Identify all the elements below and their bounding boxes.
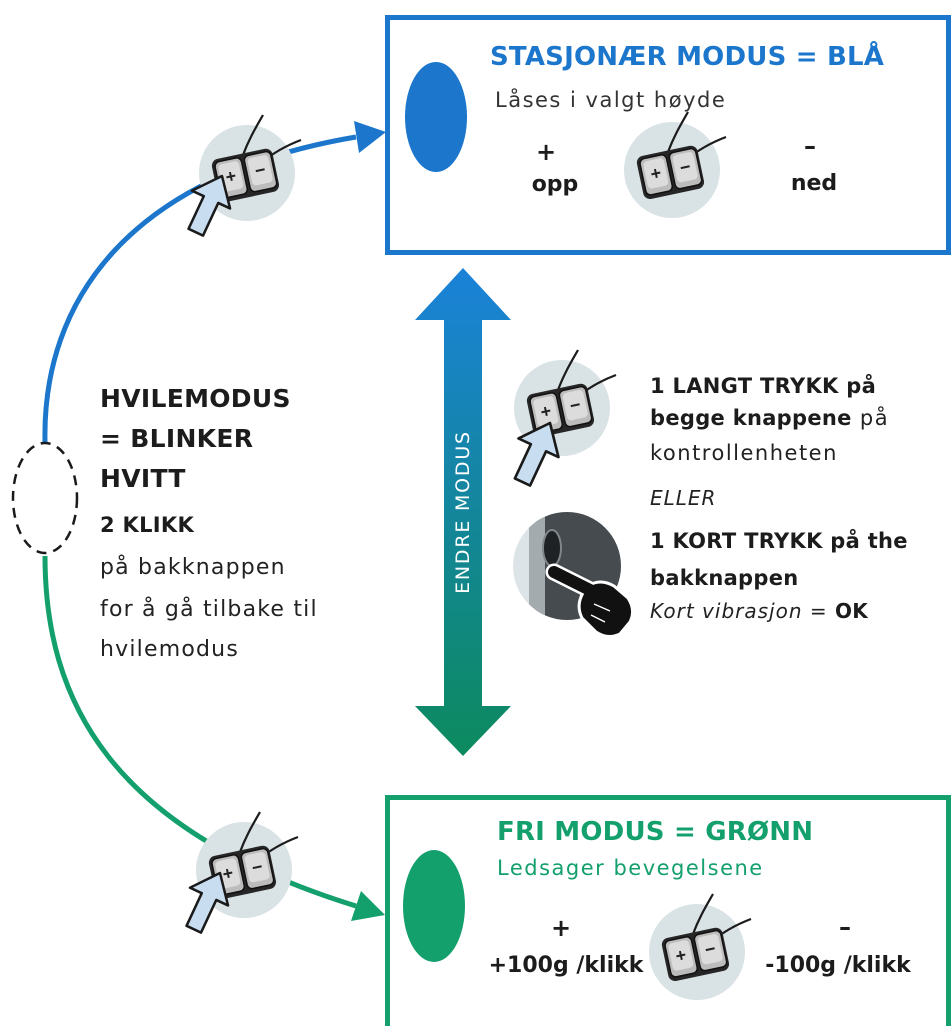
stationary-minus-symbol: – [804, 132, 816, 160]
blue-status-light-icon [405, 62, 467, 172]
stationary-mode-subtitle: Låses i valgt høyde [495, 88, 727, 112]
long-press-line2: begge knappene på [650, 406, 889, 431]
rest-mode-description-line: hvilemodus [100, 637, 239, 662]
free-mode-subtitle: Ledsager bevegelsene [497, 856, 764, 880]
free-mode-box [385, 795, 951, 1026]
green-arc-arrowhead [351, 891, 385, 921]
rear-button [542, 529, 562, 567]
long-press-line2-rest: på [851, 406, 890, 430]
feedback-text: Kort vibrasjon = [650, 599, 835, 623]
green-status-light-icon [403, 850, 465, 962]
rest-mode-light-icon [11, 441, 79, 555]
rest-mode-description-line: på bakknappen [100, 555, 286, 580]
or-separator: ELLER [650, 486, 717, 510]
stationary-plus-symbol: + [535, 138, 557, 166]
stationary-mode-title: STASJONÆR MODUS = BLÅ [490, 42, 885, 72]
free-plus-label: +100g /klikk [488, 953, 644, 978]
blue-arc-arrowhead [354, 121, 386, 153]
feedback-ok: OK [835, 599, 869, 623]
stationary-minus-label: ned [790, 171, 838, 196]
rest-mode-title-line: HVILEMODUS [100, 384, 291, 413]
change-mode-double-arrow: ENDRE MODUS [415, 268, 511, 756]
hand-press-icon [513, 512, 635, 639]
long-press-buttons: begge knappene [650, 406, 852, 430]
double-arrow-shape [415, 268, 511, 756]
free-minus-label: -100g /klikk [765, 953, 911, 978]
long-press-line3: kontrollenheten [650, 441, 838, 465]
free-minus-symbol: – [839, 913, 851, 941]
rest-mode-title-line: = BLINKER [100, 424, 254, 453]
long-press-line1: 1 LANGT TRYKK på [650, 374, 877, 398]
short-press-feedback: Kort vibrasjon = OK [650, 599, 868, 623]
rest-mode-clicks: 2 KLIKK [100, 513, 195, 537]
free-mode-title: FRI MODUS = GRØNN [497, 817, 814, 847]
short-press-line2: bakknappen [650, 566, 799, 590]
short-press-line1: 1 KORT TRYKK på the [650, 529, 908, 553]
controller-icon [647, 892, 753, 1002]
stationary-mode-box [385, 15, 951, 255]
change-mode-label: ENDRE MODUS [452, 430, 474, 594]
rest-mode-title-line: HVITT [100, 464, 186, 493]
stationary-plus-label: opp [531, 172, 579, 197]
controller-icon [622, 110, 728, 220]
free-plus-symbol: + [550, 914, 572, 942]
rest-mode-description-line: for å gå tilbake til [100, 597, 318, 622]
